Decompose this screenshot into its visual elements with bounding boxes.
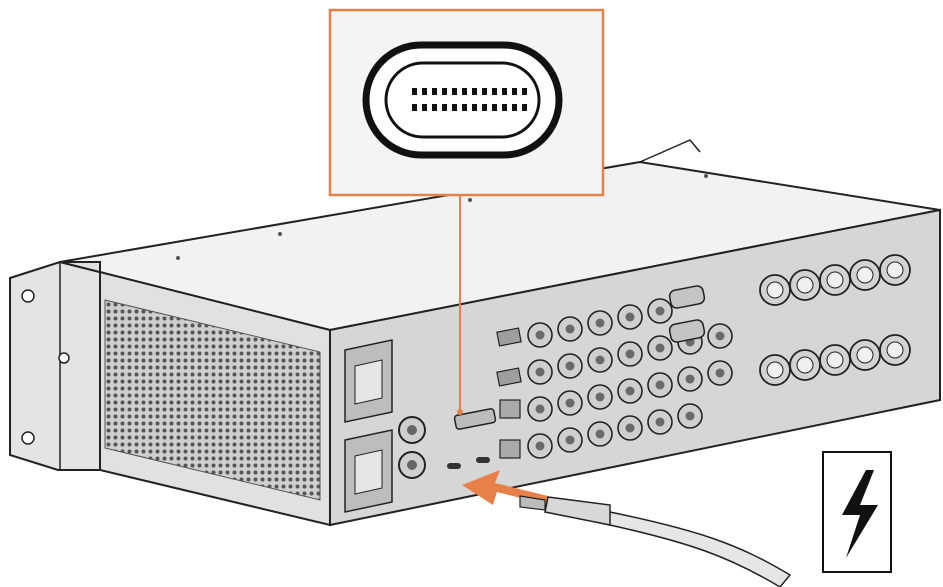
usb-c-pin [442,104,447,111]
usb-c-pin [442,88,447,95]
thunderbolt-icon [822,451,892,573]
bnc-connector-pin [565,361,575,371]
bnc-connector-pin [595,429,605,439]
xlr-connector-inner [856,346,874,364]
usb-c-pin [492,104,497,111]
usb-c-pin [482,88,487,95]
power-inlets [344,339,393,513]
xlr-connector-inner [766,361,784,379]
xlr-connector-inner [886,261,904,279]
usb-c-cable-icon [519,495,792,587]
bnc-connector-pin [655,417,665,427]
usb-c-pin [462,104,467,111]
usb-c-pin [422,88,427,95]
bnc-connector-pin [535,441,545,451]
bnc-connector-pin [565,435,575,445]
bnc-connector-pin [595,392,605,402]
usb-c-pin [452,88,457,95]
bnc-connector-pin [625,386,635,396]
dsub-connectors [668,285,706,343]
bnc-connector-pin [685,411,695,421]
port-callout [328,8,605,415]
usb-c-pin [472,88,477,95]
xlr-connector-inner [856,266,874,284]
usb-c-port-area [447,408,497,469]
bnc-connector-pin [625,349,635,359]
usb-c-pin [502,88,507,95]
usb-c-pin [452,104,457,111]
usb-c-port [447,463,461,469]
usb-c-pin [512,88,517,95]
bnc-connector-pin [655,343,665,353]
xlr-connector-inner [826,271,844,289]
xlr-connector-inner [796,356,814,374]
bnc-connector-pin [655,306,665,316]
bnc-connector-pin [535,404,545,414]
side-vent-grille [104,299,321,501]
usb-c-pin [422,104,427,111]
bnc-connector-pin [535,367,545,377]
usb-c-pin [482,104,487,111]
bnc-connector-pin [715,331,725,341]
xlr-connector-inner [886,341,904,359]
rack-ear-left [9,261,101,471]
bnc-connector-pin [565,398,575,408]
digital-ports [496,327,522,459]
bnc-connector-pin [655,380,665,390]
usb-c-pin [522,88,527,95]
bnc-connector-pin [535,330,545,340]
xlr-connector-inner [796,276,814,294]
usb-c-pin [432,88,437,95]
xlr-connector-grid [759,254,911,386]
usb-c-pin [432,104,437,111]
bnc-connector-pin [625,423,635,433]
insertion-arrow [462,470,548,505]
usb-c-pin [512,104,517,111]
bnc-connector-pin [625,312,635,322]
usb-c-pin [492,88,497,95]
usb-c-pin [472,104,477,111]
usb-c-pin [462,88,467,95]
bnc-connector-pin [565,324,575,334]
bnc-connector-pin [685,374,695,384]
bnc-connector-pin [715,368,725,378]
usb-c-pin [502,104,507,111]
bnc-connector-grid [527,298,733,459]
reference-connectors [398,416,426,479]
xlr-connector-inner [826,351,844,369]
xlr-connector-inner [766,281,784,299]
usb-c-pin [412,88,417,95]
usb-c-port-icon [362,41,563,159]
bnc-connector-pin [595,318,605,328]
usb-c-pin [412,104,417,111]
bnc-connector-pin [595,355,605,365]
usb-c-pin [522,104,527,111]
